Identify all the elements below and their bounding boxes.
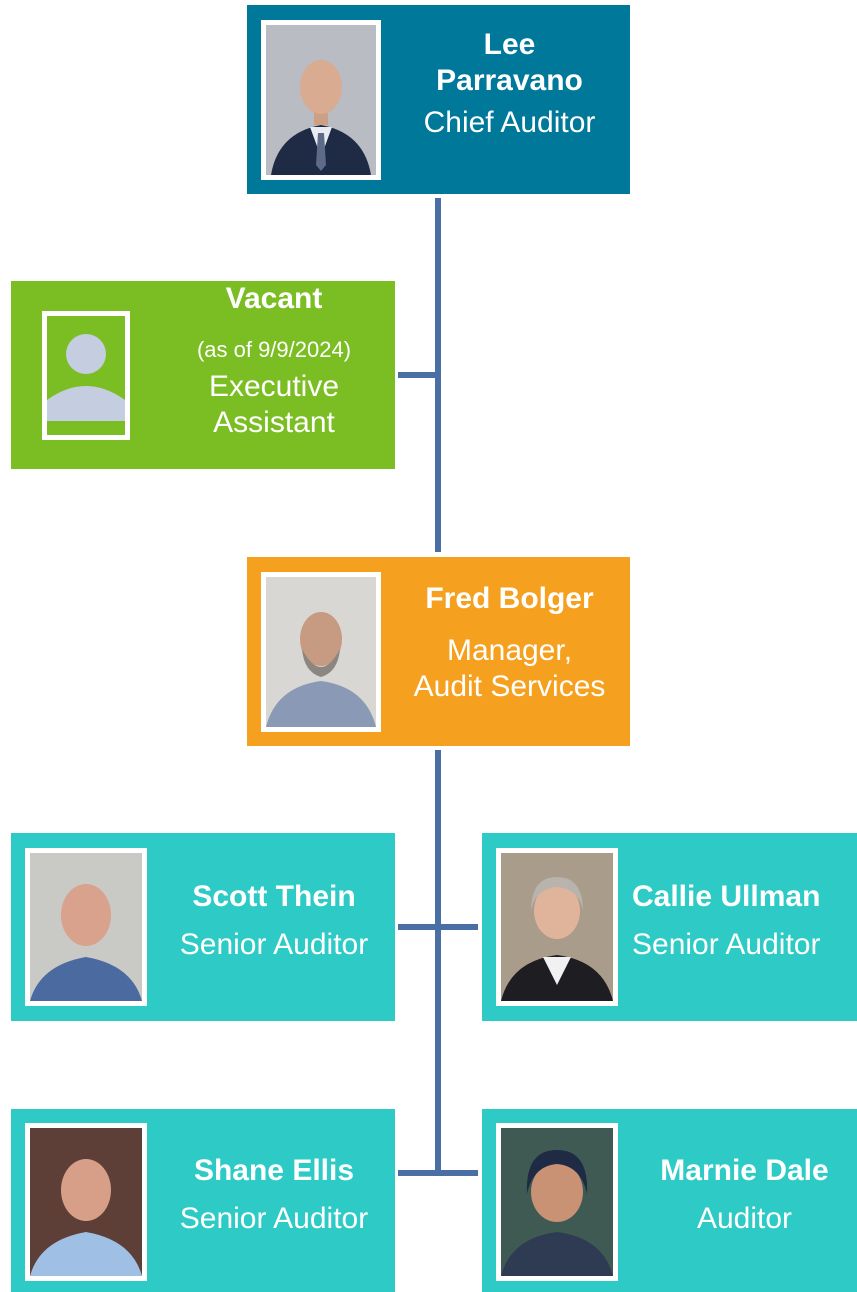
person-placeholder-icon bbox=[42, 311, 130, 440]
staff-4-role: Auditor bbox=[696, 1202, 793, 1235]
assistant-role-line1: Executive bbox=[208, 370, 340, 403]
staff-1-role: Senior Auditor bbox=[179, 928, 369, 961]
org-node-staff-2[interactable]: Callie Ullman Senior Auditor bbox=[482, 833, 857, 1021]
chief-name-line2: Parravano bbox=[436, 64, 583, 97]
portrait-fred-bolger bbox=[261, 572, 381, 732]
org-node-manager[interactable]: Fred Bolger Manager, Audit Services bbox=[247, 557, 630, 746]
staff-4-text: Marnie Dale Auditor bbox=[632, 1153, 857, 1237]
connector-manager-staff bbox=[435, 750, 441, 1176]
portrait-lee-parravano bbox=[261, 20, 381, 180]
staff-2-role: Senior Auditor bbox=[632, 928, 821, 961]
manager-text: Fred Bolger Manager, Audit Services bbox=[397, 581, 622, 705]
staff-2-name: Callie Ullman bbox=[632, 880, 821, 913]
portrait-scott-thein bbox=[25, 848, 147, 1006]
org-node-staff-3[interactable]: Shane Ellis Senior Auditor bbox=[11, 1109, 395, 1292]
connector-chief-manager bbox=[435, 198, 441, 552]
portrait-shane-ellis bbox=[25, 1123, 147, 1281]
manager-role-line1: Manager, bbox=[446, 634, 573, 667]
connector-assistant bbox=[398, 372, 438, 378]
staff-4-name: Marnie Dale bbox=[660, 1154, 829, 1187]
org-node-staff-4[interactable]: Marnie Dale Auditor bbox=[482, 1109, 857, 1292]
org-node-chief[interactable]: Lee Parravano Chief Auditor bbox=[247, 5, 630, 194]
staff-1-name: Scott Thein bbox=[192, 880, 356, 913]
assistant-name: Vacant bbox=[225, 282, 323, 315]
assistant-text: Vacant (as of 9/9/2024) Executive Assist… bbox=[161, 281, 387, 441]
staff-3-text: Shane Ellis Senior Auditor bbox=[161, 1153, 387, 1237]
org-node-staff-1[interactable]: Scott Thein Senior Auditor bbox=[11, 833, 395, 1021]
assistant-role-line2: Assistant bbox=[213, 406, 335, 439]
assistant-note: (as of 9/9/2024) bbox=[196, 337, 352, 362]
connector-row1 bbox=[398, 924, 478, 930]
staff-3-role: Senior Auditor bbox=[179, 1202, 369, 1235]
chief-text: Lee Parravano Chief Auditor bbox=[397, 27, 622, 141]
portrait-marnie-dale bbox=[496, 1123, 618, 1281]
manager-role-line2: Audit Services bbox=[413, 670, 606, 703]
org-node-assistant[interactable]: Vacant (as of 9/9/2024) Executive Assist… bbox=[11, 281, 395, 469]
connector-row2 bbox=[398, 1170, 478, 1176]
staff-2-text: Callie Ullman Senior Auditor bbox=[632, 879, 857, 963]
manager-name: Fred Bolger bbox=[425, 582, 594, 615]
chief-name-line1: Lee bbox=[483, 28, 536, 61]
chief-role: Chief Auditor bbox=[423, 106, 596, 139]
staff-3-name: Shane Ellis bbox=[193, 1154, 355, 1187]
portrait-callie-ullman bbox=[496, 848, 618, 1006]
staff-1-text: Scott Thein Senior Auditor bbox=[161, 879, 387, 963]
